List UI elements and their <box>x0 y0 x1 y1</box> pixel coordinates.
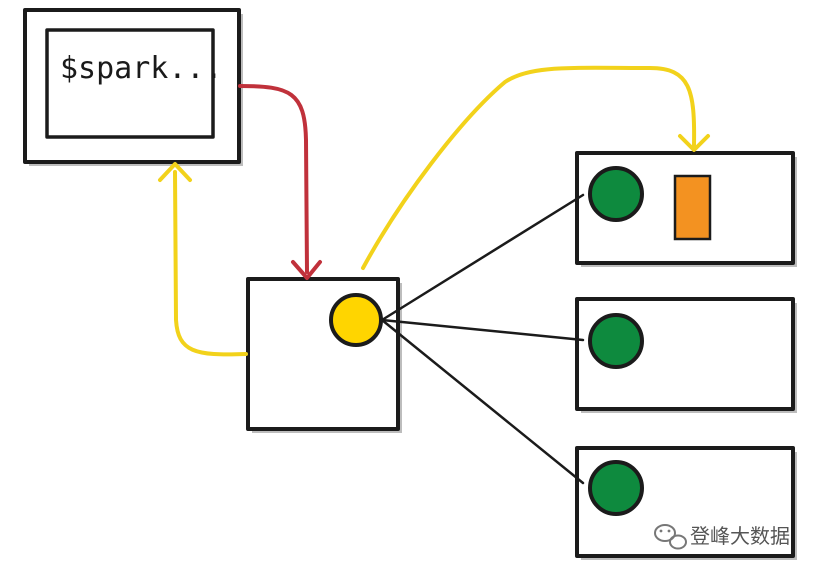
schedule-arrow <box>361 65 710 270</box>
submit-arrow <box>238 84 322 280</box>
watermark-label: 登峰大数据 <box>690 524 790 548</box>
connection-line-1 <box>380 193 585 322</box>
return-arrowhead-icon <box>158 162 192 182</box>
driver-box <box>246 277 402 433</box>
submit-arrowhead-icon <box>291 260 322 280</box>
watermark: 登峰大数据 <box>654 524 790 550</box>
return-arrow-line <box>173 170 248 357</box>
client-terminal-box: $spark... <box>23 8 243 166</box>
wechat-icon <box>654 524 687 550</box>
executor-node-icon <box>588 460 644 516</box>
executor-node-icon <box>588 313 644 369</box>
submit-arrow-line <box>238 84 309 274</box>
connection-line-2 <box>380 318 585 342</box>
driver-node-icon <box>329 293 383 347</box>
task-block-icon <box>673 174 712 241</box>
driver-executor-connections <box>380 193 585 485</box>
schedule-arrowhead-icon <box>678 134 710 152</box>
executor-node-icon <box>588 166 644 222</box>
return-arrow <box>158 162 248 357</box>
schedule-arrow-line <box>361 65 697 270</box>
connection-line-3 <box>380 318 585 485</box>
terminal-command: $spark... <box>60 51 223 86</box>
